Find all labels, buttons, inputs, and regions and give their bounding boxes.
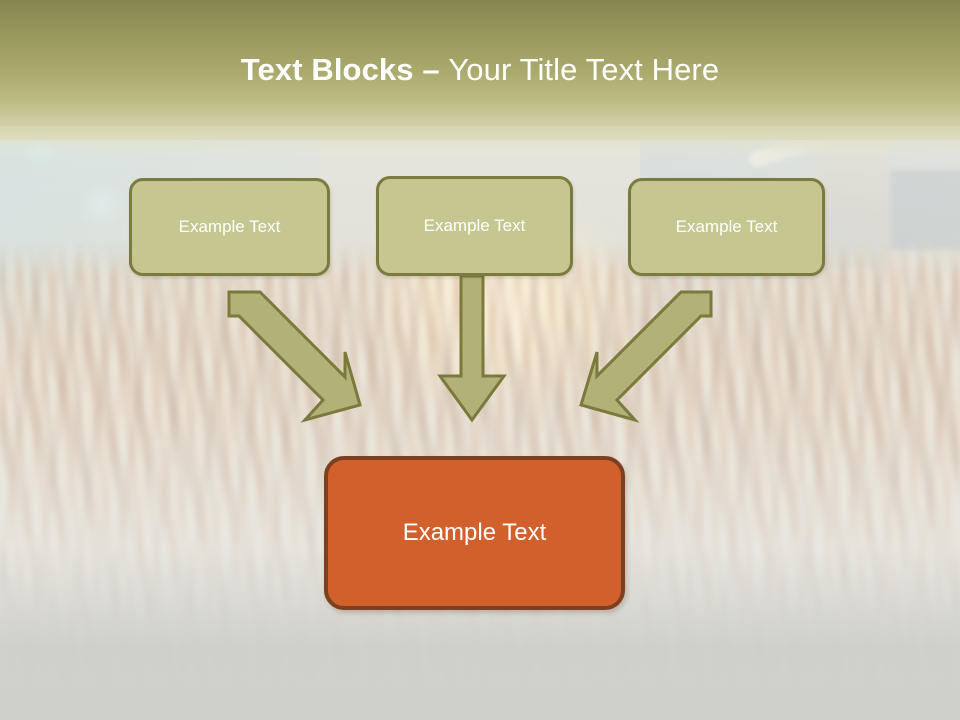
title-bar xyxy=(0,0,960,140)
text-block-2-label: Example Text xyxy=(423,216,526,235)
arrow-down-right-icon xyxy=(227,290,362,423)
page-title: Text Blocks – Your Title Text Here xyxy=(0,52,960,88)
page-title-separator: – xyxy=(422,52,449,87)
result-text-block-label: Example Text xyxy=(402,519,547,546)
text-block-1-label: Example Text xyxy=(178,217,281,236)
arrow-down-icon xyxy=(437,274,507,423)
page-title-rest: Your Title Text Here xyxy=(448,52,720,87)
title-bar-fade xyxy=(0,126,960,160)
page-title-bold: Text Blocks xyxy=(240,52,423,87)
text-block-3[interactable]: Example Text xyxy=(628,178,825,276)
text-block-3-label: Example Text xyxy=(675,217,778,236)
text-block-1[interactable]: Example Text xyxy=(129,178,330,276)
arrow-down-left-icon xyxy=(579,290,713,423)
result-text-block[interactable]: Example Text xyxy=(324,456,625,610)
text-block-2[interactable]: Example Text xyxy=(376,176,573,276)
